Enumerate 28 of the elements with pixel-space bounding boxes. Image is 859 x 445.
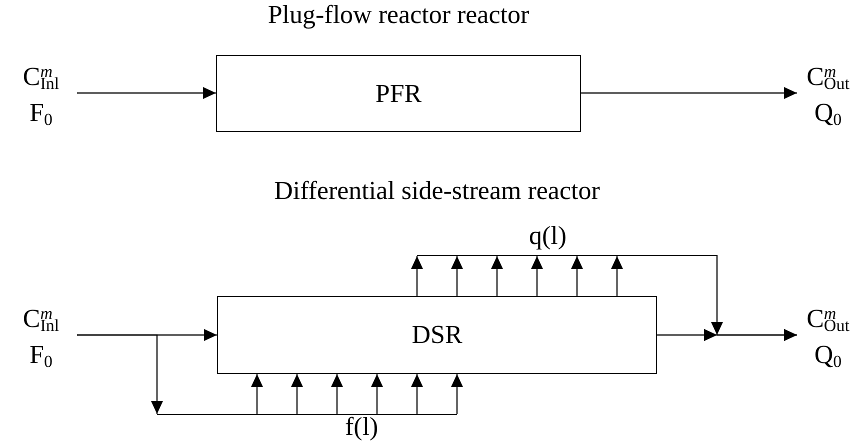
- arrow: [251, 374, 263, 414]
- stream-variable: Q$_{0}$: [814, 340, 842, 370]
- reactor-label: DSR: [412, 320, 462, 350]
- flow-label: q(l): [529, 221, 567, 251]
- arrow: [657, 329, 797, 341]
- arrow: [611, 256, 623, 296]
- section-heading: Plug-flow reactor reactor: [266, 0, 530, 30]
- reactor-box: [217, 296, 657, 374]
- arrow: [77, 87, 216, 99]
- reactor-label: PFR: [375, 78, 422, 108]
- arrow: [77, 334, 163, 414]
- stream-variable: F$_{0}$: [30, 340, 52, 370]
- arrow: [491, 256, 503, 296]
- arrow: [291, 374, 303, 414]
- arrow: [581, 87, 797, 99]
- arrow: [451, 374, 463, 414]
- arrow: [531, 256, 543, 296]
- arrow: [371, 374, 383, 414]
- arrow: [331, 374, 343, 414]
- stream-variable: Q$_{0}$: [814, 98, 842, 128]
- arrow: [451, 256, 463, 296]
- section-heading: Differential side-stream reactor: [273, 176, 601, 206]
- arrow: [411, 256, 423, 296]
- flow-label: f(l): [345, 412, 378, 442]
- reactor-box: [216, 55, 581, 132]
- arrow: [571, 256, 583, 296]
- stream-variable: F$_{0}$: [30, 98, 52, 128]
- arrow: [411, 374, 423, 414]
